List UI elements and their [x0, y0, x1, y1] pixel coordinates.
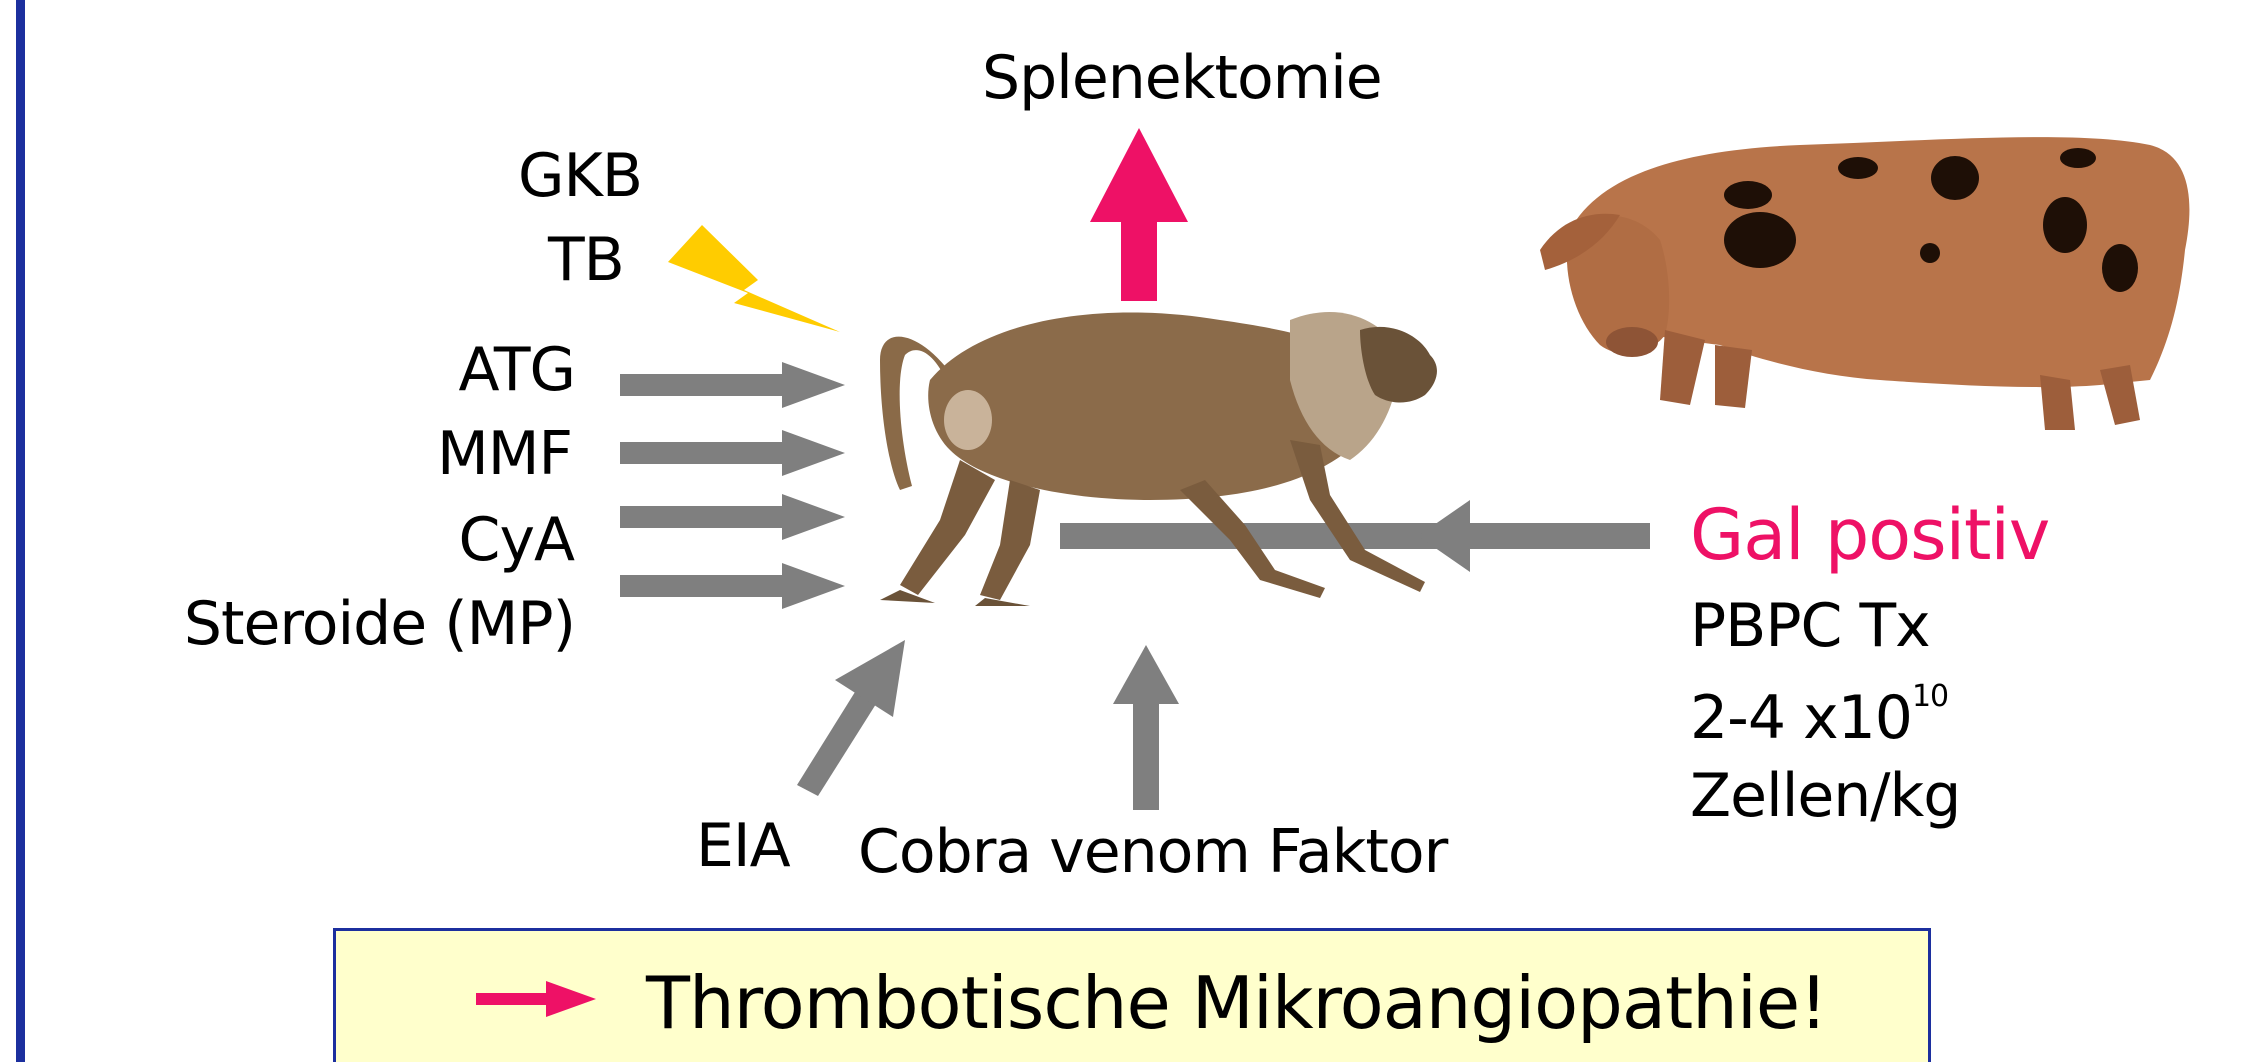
cvf-arrow [1113, 645, 1179, 810]
conclusion-box: Thrombotische Mikroangiopathie! [333, 928, 1931, 1062]
splenectomy-arrow [1090, 128, 1188, 301]
pink-arrow-icon [476, 981, 596, 1017]
dose-exponent: 10 [1912, 679, 1948, 714]
gkb-label: GKB [518, 146, 642, 206]
mmf-arrow [620, 430, 845, 476]
atg-arrow [620, 362, 845, 408]
pig-arrow-head [1418, 500, 1650, 572]
splenektomie-label: Splenektomie [982, 48, 1382, 108]
steroide-arrow [620, 563, 845, 609]
baboon-illustration [880, 312, 1437, 606]
pbpc-label: PBPC Tx [1690, 596, 1930, 656]
cvf-label: Cobra venom Faktor [858, 822, 1447, 882]
unit-label: Zellen/kg [1690, 766, 1960, 826]
cya-label: CyA [459, 510, 574, 570]
drug-arrows [620, 362, 845, 609]
tb-label: TB [548, 230, 624, 290]
steroide-label: Steroide (MP) [184, 594, 575, 654]
eia-arrow [797, 640, 905, 796]
dose-base: 2-4 x10 [1690, 683, 1912, 753]
mmf-label: MMF [437, 424, 572, 484]
dose-label: 2-4 x1010 [1690, 682, 1948, 748]
gal-positiv-label: Gal positiv [1690, 500, 2049, 570]
lightning-icon [668, 225, 840, 332]
atg-label: ATG [458, 340, 575, 400]
eia-label: EIA [696, 816, 790, 876]
pig-illustration [1540, 137, 2189, 430]
cya-arrow [620, 494, 845, 540]
conclusion-text: Thrombotische Mikroangiopathie! [646, 967, 1827, 1039]
